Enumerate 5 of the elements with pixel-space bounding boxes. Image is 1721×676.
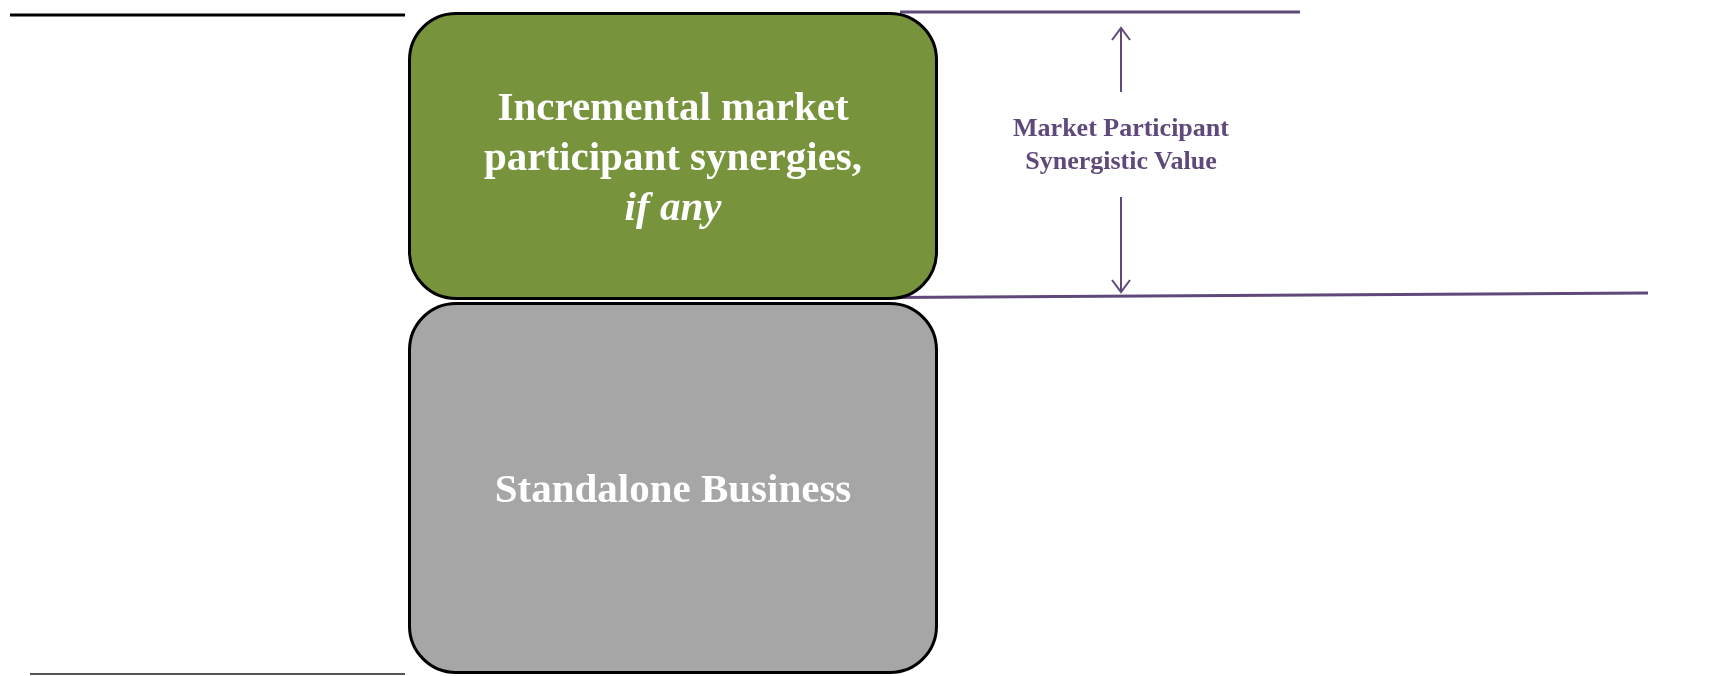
rounded-box bbox=[408, 12, 938, 300]
dimension-label: Market Participant Synergistic Value bbox=[1012, 112, 1230, 177]
box-text: Standalone Business bbox=[494, 464, 852, 513]
rounded-box bbox=[408, 302, 938, 674]
box-text: Incremental market participant synergies, if any bbox=[482, 81, 864, 231]
